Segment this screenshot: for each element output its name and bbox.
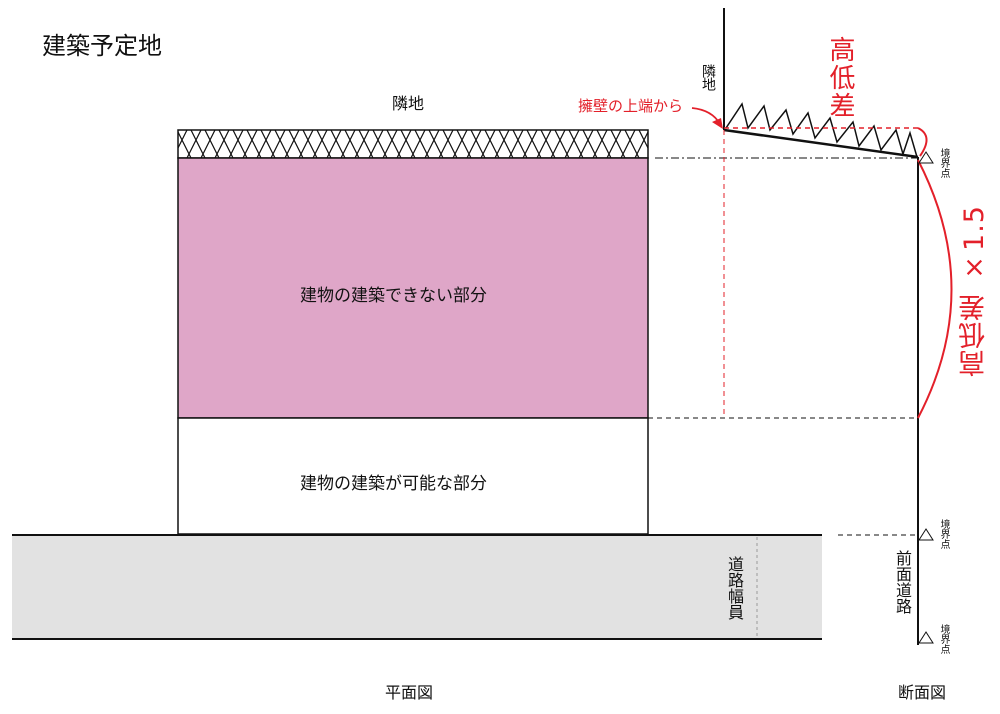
road-area xyxy=(12,535,822,639)
boundary-marker-2 xyxy=(918,528,934,541)
retaining-wall-teeth xyxy=(725,102,918,158)
height-diff-label: 高低差 xyxy=(825,36,855,120)
no-build-label: 建物の建築できない部分 xyxy=(300,286,487,306)
slope-ground-line xyxy=(723,128,919,159)
boundary-marker-3 xyxy=(918,631,934,644)
plan-caption: 平面図 xyxy=(385,683,434,702)
height-15-arc xyxy=(917,159,953,419)
page-title: 建築予定地 xyxy=(42,32,162,60)
road-width-label: 道路幅員 xyxy=(725,556,744,620)
retaining-arrow-head xyxy=(712,118,723,129)
section-caption: 断面図 xyxy=(898,683,947,702)
boundary-point-label-2: 境界点 xyxy=(938,519,949,549)
height-diff-x15-label: 高低差 ×1.5 xyxy=(959,205,990,377)
height-diff-bracket xyxy=(917,127,928,157)
build-ok-label: 建物の建築が可能な部分 xyxy=(300,474,487,494)
no-build-zone xyxy=(177,157,649,419)
neighbor-wall-hatch xyxy=(177,129,649,159)
boundary-marker-1 xyxy=(918,151,934,164)
plan-neighbor-label: 隣地 xyxy=(392,94,425,113)
section-neighbor-label: 隣地 xyxy=(700,64,716,90)
boundary-point-label-1: 境界点 xyxy=(938,148,949,178)
boundary-point-label-3: 境界点 xyxy=(938,624,949,654)
front-road-label: 前面道路 xyxy=(893,550,912,614)
retaining-wall-label: 擁壁の上端から xyxy=(578,97,684,115)
